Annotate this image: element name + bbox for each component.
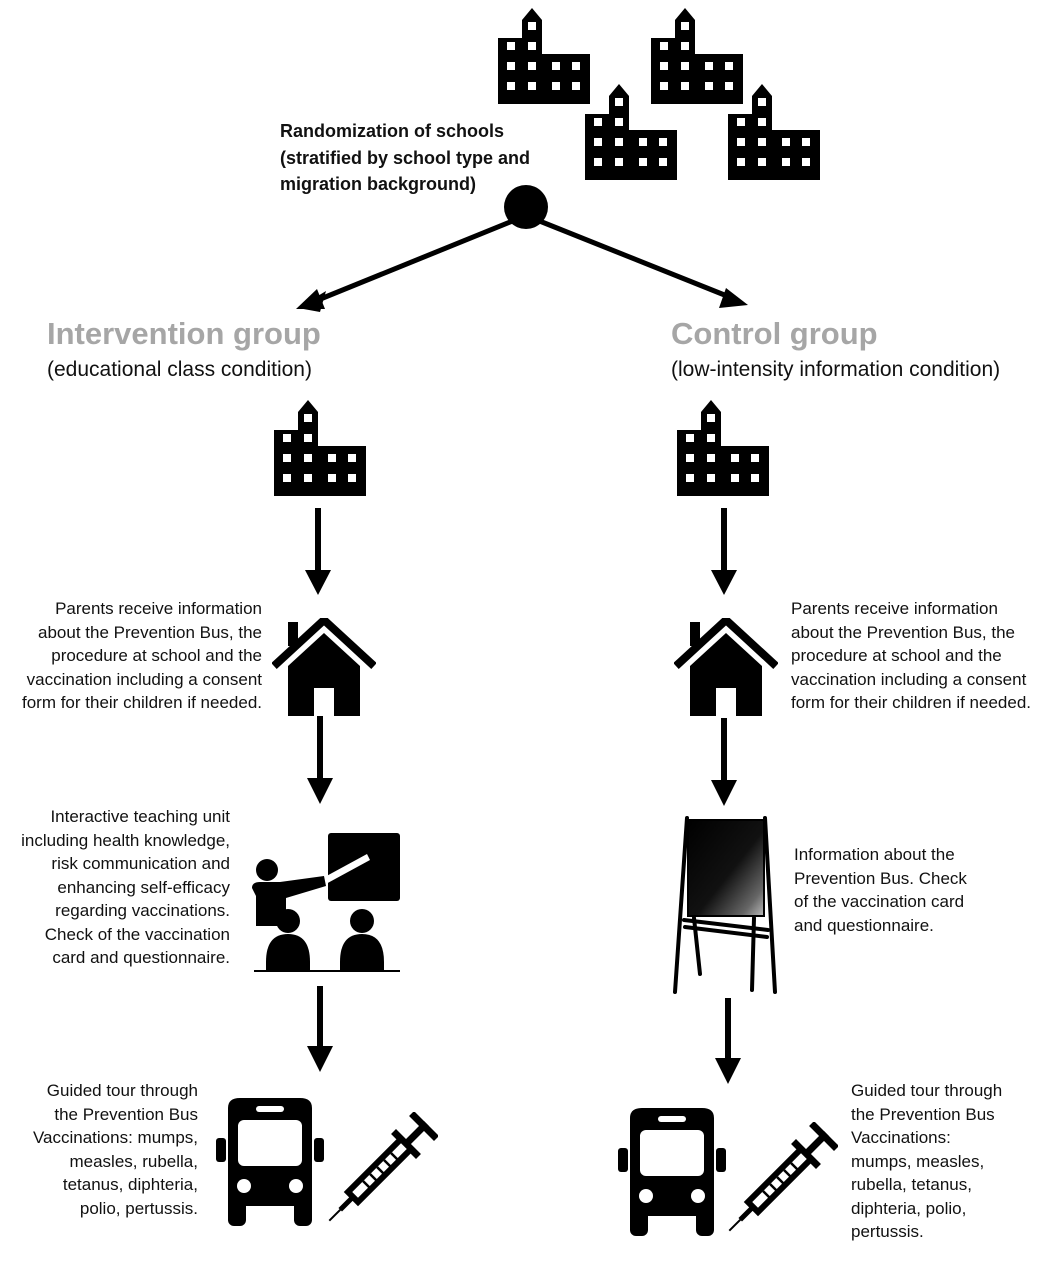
- syringe-icon: [328, 1112, 438, 1222]
- intervention-group-subtitle: (educational class condition): [47, 358, 312, 381]
- control-bus-text: Guided tour through the Prevention Bus V…: [851, 1081, 1003, 1241]
- intervention-group-title: Intervention group: [47, 316, 321, 351]
- control-parents-text: Parents receive information about the Pr…: [791, 599, 1032, 712]
- intervention-bus-text: Guided tour through the Prevention Bus V…: [32, 1081, 198, 1218]
- control-info-text: Information about the Prevention Bus. Ch…: [794, 845, 967, 935]
- down-arrow-left-3: [307, 986, 333, 1072]
- bus-icon: [216, 1098, 324, 1226]
- syringe-icon: [728, 1122, 838, 1232]
- down-arrow-right-3: [715, 998, 741, 1084]
- control-group-title: Control group: [671, 316, 878, 351]
- intervention-teaching-text: Interactive teaching unit including heal…: [21, 807, 230, 967]
- branch-arrow-right: [536, 217, 748, 308]
- intervention-parents-text: Parents receive information about the Pr…: [21, 599, 262, 712]
- branch-arrow-left: [296, 217, 516, 312]
- randomization-label: Randomization of schools (stratified by …: [280, 121, 531, 194]
- teacher-classroom-icon: [252, 833, 400, 972]
- house-icon: [674, 618, 778, 716]
- down-arrow-left-1: [305, 508, 331, 595]
- down-arrow-right-1: [711, 508, 737, 595]
- blackboard-easel-icon: [673, 816, 777, 994]
- school-building-icon: [677, 400, 769, 496]
- control-group-subtitle: (low-intensity information condition): [671, 358, 1001, 381]
- down-arrow-right-2: [711, 718, 737, 806]
- randomization-node: [504, 185, 548, 229]
- bus-icon: [618, 1108, 726, 1236]
- house-icon: [272, 618, 376, 716]
- school-building-icon: [274, 400, 366, 496]
- down-arrow-left-2: [307, 716, 333, 804]
